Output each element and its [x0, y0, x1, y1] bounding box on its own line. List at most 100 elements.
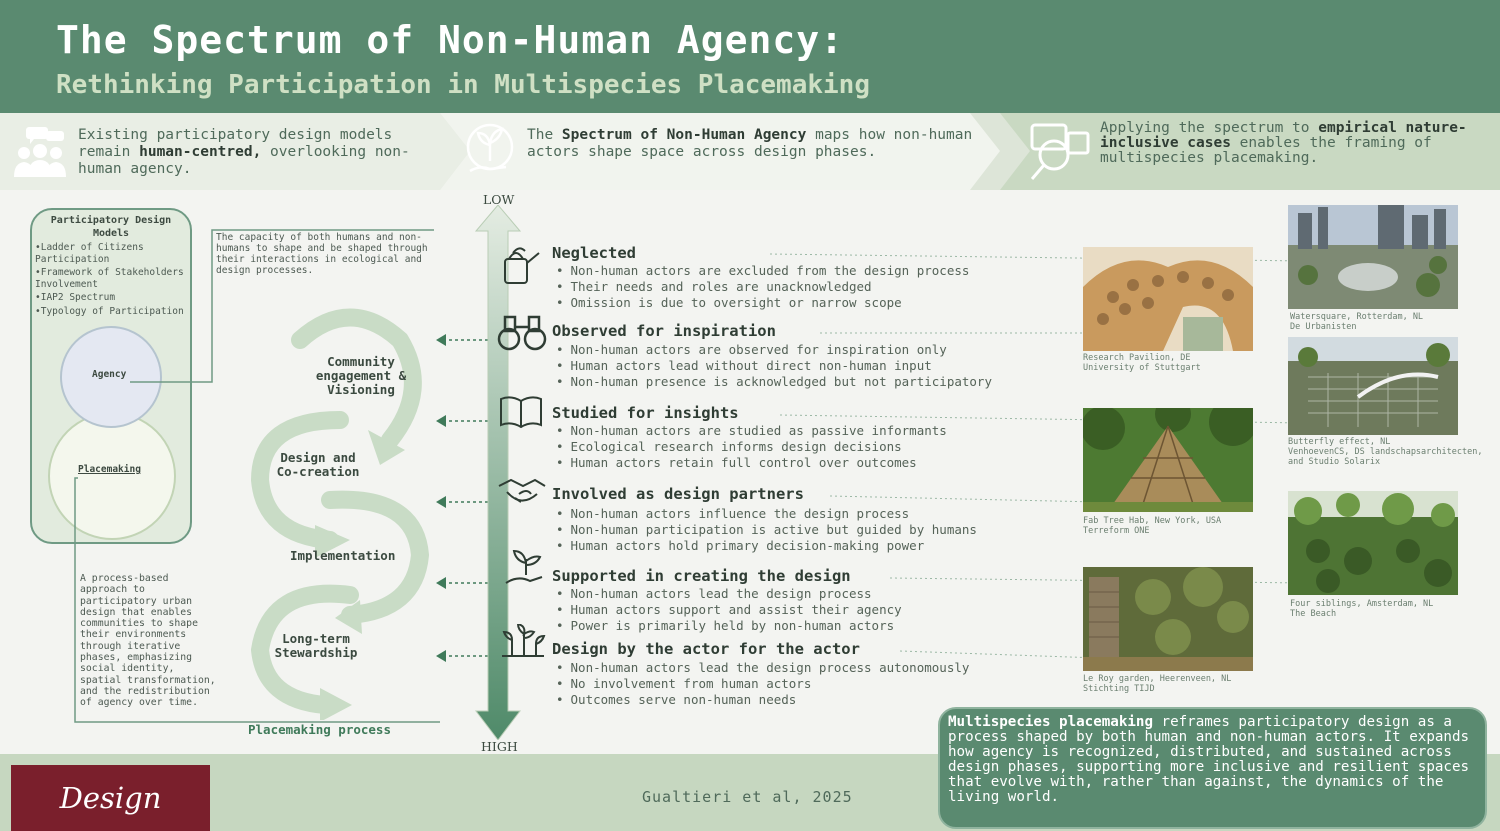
intro-3-post: enables the framing of multispecies plac…	[1100, 135, 1432, 166]
level-title: Involved as design partners	[552, 485, 804, 503]
level-bullet: Outcomes serve non-human needs	[556, 692, 969, 708]
cycle-step-implementation: Implementation	[290, 548, 396, 563]
hand-plant-icon	[466, 123, 514, 173]
butterfly-effect-photo	[1288, 337, 1458, 435]
level-bullet: Non-human actors are observed for inspir…	[556, 342, 992, 358]
placemaking-label: Placemaking	[78, 464, 141, 475]
handshake-icon	[498, 478, 546, 503]
level-title: Studied for insights	[552, 404, 739, 422]
level-title: Observed for inspiration	[552, 322, 776, 340]
intro-3-pre: Applying the spectrum to	[1100, 120, 1319, 136]
fab-tree-hab-photo	[1083, 408, 1253, 512]
caption-line: Le Roy garden, Heerenveen, NL	[1083, 674, 1232, 684]
summary-bold: Multispecies placemaking	[948, 714, 1153, 730]
binoculars-icon	[497, 315, 547, 351]
level-bullet: Human actors support and assist their ag…	[556, 602, 902, 618]
spectrum-high-label: HIGH	[481, 739, 518, 754]
pd-model-item: •Ladder of Citizens Participation	[35, 242, 144, 265]
agency-circle	[60, 326, 162, 428]
case-caption: Butterfly effect, NL VenhoevenCS, DS lan…	[1288, 437, 1482, 467]
level-bullet: Human actors lead without direct non-hum…	[556, 358, 992, 374]
caption-line: Terreform ONE	[1083, 526, 1150, 536]
level-bullet: Their needs and roles are unacknowledged	[556, 279, 969, 295]
spectrum-arrows	[436, 334, 488, 662]
four-siblings-photo	[1288, 491, 1458, 595]
pd-model-item: •IAP2 Spectrum	[35, 292, 116, 303]
cycle-step-stewardship: Long-term Stewardship	[274, 631, 358, 660]
placemaking-process-label: Placemaking process	[248, 722, 391, 737]
summary-rest: reframes participatory design as a proce…	[948, 714, 1470, 805]
magnifier-icon	[1030, 123, 1090, 180]
summary-box	[938, 707, 1487, 829]
research-pavilion-photo	[1083, 247, 1253, 351]
intro-1-post: overlooking non-human agency.	[78, 144, 410, 177]
level-title: Neglected	[552, 244, 636, 262]
cycle-step-design: Design and Co-creation	[276, 450, 360, 479]
intro-1-bold: human-centred,	[139, 144, 262, 160]
level-bullet: Non-human actors influence the design pr…	[556, 506, 977, 522]
level-bullet: Omission is due to oversight or narrow s…	[556, 295, 969, 311]
caption-line: VenhoevenCS, DS landschapsarchitecten,	[1288, 447, 1483, 457]
intro-panel-3-bg	[1000, 113, 1500, 190]
case-caption: Fab Tree Hab, New York, USA Terreform ON…	[1083, 516, 1221, 536]
intro-1-pre: Existing participatory design models rem…	[78, 127, 393, 160]
intro-text-2: The Spectrum of Non-Human Agency maps ho…	[527, 127, 987, 161]
level-bullet: Human actors retain full control over ou…	[556, 455, 947, 471]
pd-model-item: •Typology of Participation	[35, 306, 184, 317]
intro-text-1: Existing participatory design models rem…	[78, 127, 418, 178]
summary-text: Multispecies placemaking reframes partic…	[948, 715, 1480, 805]
journal-logo: Design Studies	[11, 765, 210, 831]
intro-band: Existing participatory design models rem…	[0, 113, 1500, 190]
caption-line: Research Pavilion, DE	[1083, 353, 1191, 363]
caption-line: Fab Tree Hab, New York, USA	[1083, 516, 1222, 526]
level-bullet: Non-human actors are excluded from the d…	[556, 263, 970, 279]
level-bullet: Non-human participation is active but gu…	[556, 522, 977, 538]
spectrum-gradient-arrow	[474, 205, 522, 740]
agency-connector	[130, 229, 434, 383]
citation: Gualtieri et al, 2025	[642, 788, 853, 806]
level-bullet-list: Non-human actors are excluded from the d…	[556, 263, 970, 311]
placemaking-definition: A process-based approach to participator…	[80, 573, 216, 709]
placemaking-connector	[74, 477, 440, 723]
intro-3-bold: empirical nature-inclusive cases	[1100, 120, 1467, 151]
level-bullet-list: Non-human actors are observed for inspir…	[556, 342, 992, 390]
people-chat-icon	[14, 127, 66, 177]
level-bullet: Non-human actors lead the design process…	[556, 660, 970, 676]
caption-line: Watersquare, Rotterdam, NL	[1290, 312, 1424, 322]
plants-growing-icon	[502, 624, 546, 657]
level-bullet-list: Non-human actors lead the design process…	[556, 586, 902, 634]
case-caption: Watersquare, Rotterdam, NL De Urbanisten	[1290, 312, 1423, 332]
level-bullet-list: Non-human actors influence the design pr…	[556, 506, 977, 554]
level-bullet: No involvement from human actors	[556, 676, 969, 692]
pd-model-item: •Framework of Stakeholders Involvement	[35, 267, 184, 290]
caption-line: and Studio Solarix	[1288, 457, 1381, 467]
caption-line: University of Stuttgart	[1083, 363, 1201, 373]
le-roy-garden-photo	[1083, 567, 1253, 671]
intro-2-pre: The	[527, 127, 562, 143]
intro-2-post: maps how non-human actors shape space ac…	[527, 127, 973, 160]
level-title: Design by the actor for the actor	[552, 640, 860, 658]
level-bullet: Non-human actors lead the design process	[556, 586, 902, 602]
level-bullet-list: Non-human actors lead the design process…	[556, 660, 970, 708]
level-bullet-list: Non-human actors are studied as passive …	[556, 423, 947, 471]
participatory-design-title: Participatory Design Models	[50, 215, 172, 239]
placemaking-circle	[48, 412, 176, 540]
placemaking-cycle-graphic	[250, 308, 430, 720]
case-caption: Four siblings, Amsterdam, NL The Beach	[1290, 599, 1433, 619]
level-bullet: Power is primarily held by non-human act…	[556, 618, 902, 634]
agency-definition: The capacity of both humans and non-huma…	[216, 232, 428, 276]
level-bullet: Non-human actors are studied as passive …	[556, 423, 947, 439]
open-book-icon	[500, 396, 542, 429]
intro-panel-1-bg	[0, 113, 470, 190]
level-bullet: Human actors hold primary decision-makin…	[556, 538, 977, 554]
spectrum-low-label: LOW	[483, 192, 515, 207]
intro-panel-2-bg	[440, 113, 1000, 190]
header-banner	[0, 0, 1500, 113]
page-title: The Spectrum of Non-Human Agency:	[56, 18, 844, 62]
case-caption: Research Pavilion, DE University of Stut…	[1083, 353, 1201, 373]
caption-line: Stichting TIJD	[1083, 684, 1155, 694]
watersquare-photo	[1288, 205, 1458, 309]
level-title: Supported in creating the design	[552, 567, 851, 585]
caption-line: The Beach	[1290, 609, 1337, 619]
